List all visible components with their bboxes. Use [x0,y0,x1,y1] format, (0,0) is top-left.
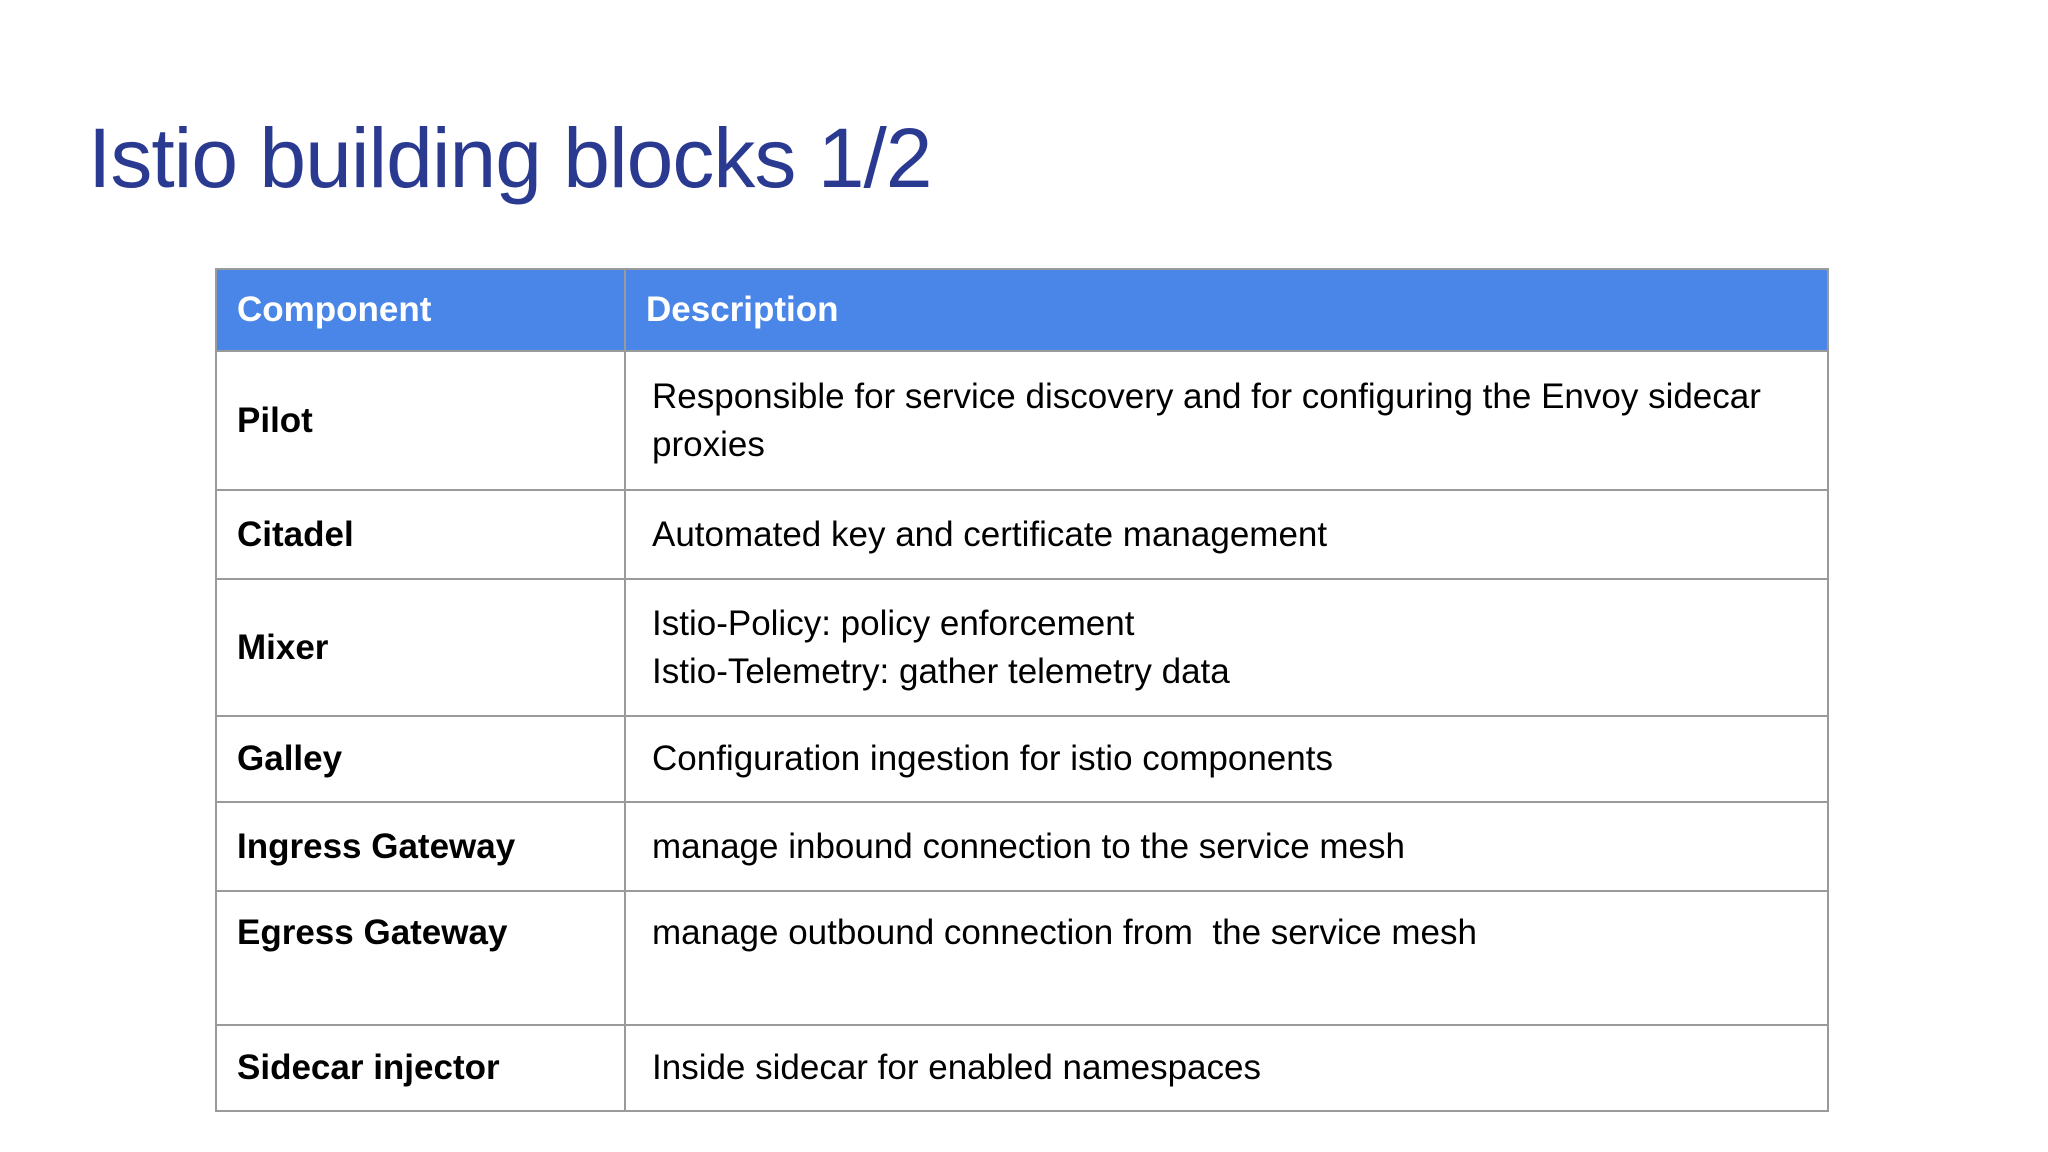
page-title: Istio building blocks 1/2 [88,111,933,205]
column-header-component: Component [215,268,626,352]
description-cell: Configuration ingestion for istio compon… [624,715,1829,803]
components-table: Component Description Pilot Responsible … [215,268,1829,1112]
table-header: Component Description [215,268,1829,352]
description-cell: Istio-Policy: policy enforcement Istio-T… [624,578,1829,717]
table-row: Citadel Automated key and certificate ma… [215,489,1829,580]
component-cell: Mixer [215,578,626,717]
component-cell: Ingress Gateway [215,801,626,892]
table-row: Sidecar injector Inside sidecar for enab… [215,1024,1829,1112]
component-cell: Galley [215,715,626,803]
description-cell: manage outbound connection from the serv… [624,890,1829,1026]
header-row: Component Description [215,268,1829,352]
table-row: Ingress Gateway manage inbound connectio… [215,801,1829,892]
description-cell: Automated key and certificate management [624,489,1829,580]
component-cell: Egress Gateway [215,890,626,1026]
table-row: Galley Configuration ingestion for istio… [215,715,1829,803]
description-cell: Inside sidecar for enabled namespaces [624,1024,1829,1112]
column-header-description: Description [624,268,1829,352]
component-cell: Citadel [215,489,626,580]
table-row: Egress Gateway manage outbound connectio… [215,890,1829,1026]
component-cell: Sidecar injector [215,1024,626,1112]
table-row: Mixer Istio-Policy: policy enforcement I… [215,578,1829,717]
table-row: Pilot Responsible for service discovery … [215,350,1829,491]
component-cell: Pilot [215,350,626,491]
description-cell: manage inbound connection to the service… [624,801,1829,892]
description-cell: Responsible for service discovery and fo… [624,350,1829,491]
